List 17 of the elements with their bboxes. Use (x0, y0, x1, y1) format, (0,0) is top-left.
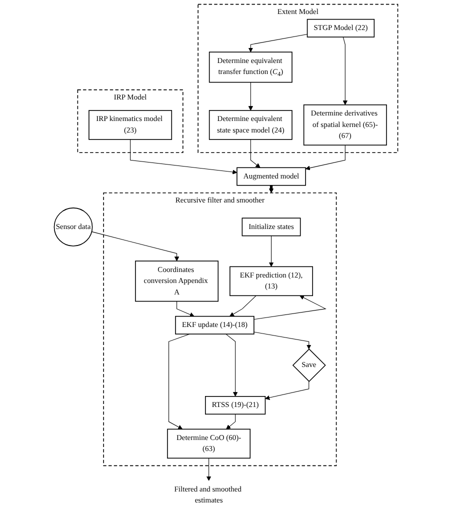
arrow (168, 334, 190, 430)
arrow (268, 236, 274, 267)
arrow (250, 139, 260, 168)
arrow (305, 144, 346, 170)
arrow (265, 381, 310, 400)
arrow (226, 414, 236, 430)
arrow (226, 334, 238, 397)
arrow (91, 231, 180, 262)
arrow (248, 82, 254, 111)
arrow (176, 301, 194, 317)
arrow (254, 332, 312, 350)
arrow (229, 295, 256, 317)
arrow (342, 36, 348, 106)
arrow (254, 295, 326, 320)
arrow (248, 34, 308, 52)
arrow (130, 139, 238, 174)
arrow (206, 458, 212, 481)
